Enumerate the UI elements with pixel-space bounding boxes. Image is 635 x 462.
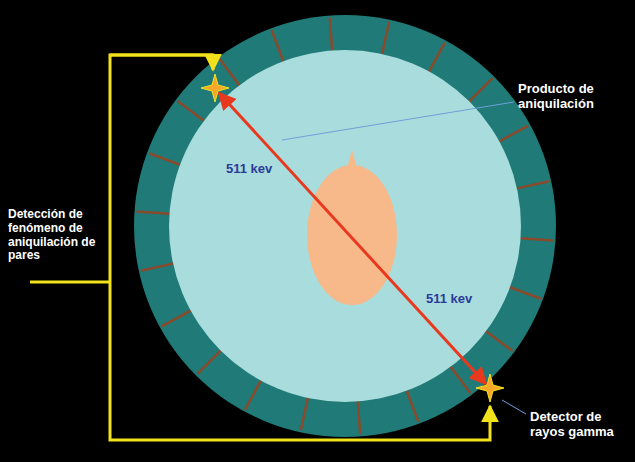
segment-divider xyxy=(451,367,471,393)
segment-divider xyxy=(149,153,180,164)
segment-divider xyxy=(486,331,512,351)
detector-label: Detector de rayos gamma xyxy=(530,410,630,440)
segment-divider xyxy=(358,402,360,435)
energy-label: 511 kev xyxy=(424,292,474,307)
annihilation-label: Producto de aniquilación xyxy=(518,82,628,112)
segment-divider xyxy=(499,126,528,142)
segment-divider xyxy=(178,101,204,121)
segment-divider xyxy=(141,264,173,271)
segment-divider xyxy=(162,311,191,327)
bracket-line xyxy=(30,281,110,284)
segment-divider xyxy=(137,211,170,213)
segment-divider xyxy=(301,398,308,430)
segment-divider xyxy=(521,238,554,240)
segment-divider xyxy=(382,22,389,54)
detection-star xyxy=(476,374,504,402)
gamma-ray-path xyxy=(219,93,486,384)
field-of-view xyxy=(169,50,521,402)
segment-divider xyxy=(272,30,284,61)
detector-ring xyxy=(134,15,556,437)
detector-segments xyxy=(137,18,554,435)
energy-label: 511 kev xyxy=(224,162,274,177)
segment-divider xyxy=(429,42,445,71)
segment-divider xyxy=(469,78,492,101)
segment-divider xyxy=(197,351,220,374)
segment-divider xyxy=(407,391,419,422)
patient-body xyxy=(307,165,397,305)
leader-line xyxy=(502,400,526,414)
segment-divider xyxy=(220,59,240,85)
leader-line xyxy=(282,102,514,140)
segment-divider xyxy=(517,181,549,188)
detection-star xyxy=(201,74,229,102)
bracket-line xyxy=(110,55,490,440)
bracket-line xyxy=(110,55,213,70)
segment-divider xyxy=(510,287,541,298)
detection-label: Detección de fenómeno de aniquilación de… xyxy=(8,208,108,263)
segment-divider xyxy=(330,18,332,51)
segment-divider xyxy=(245,381,261,410)
